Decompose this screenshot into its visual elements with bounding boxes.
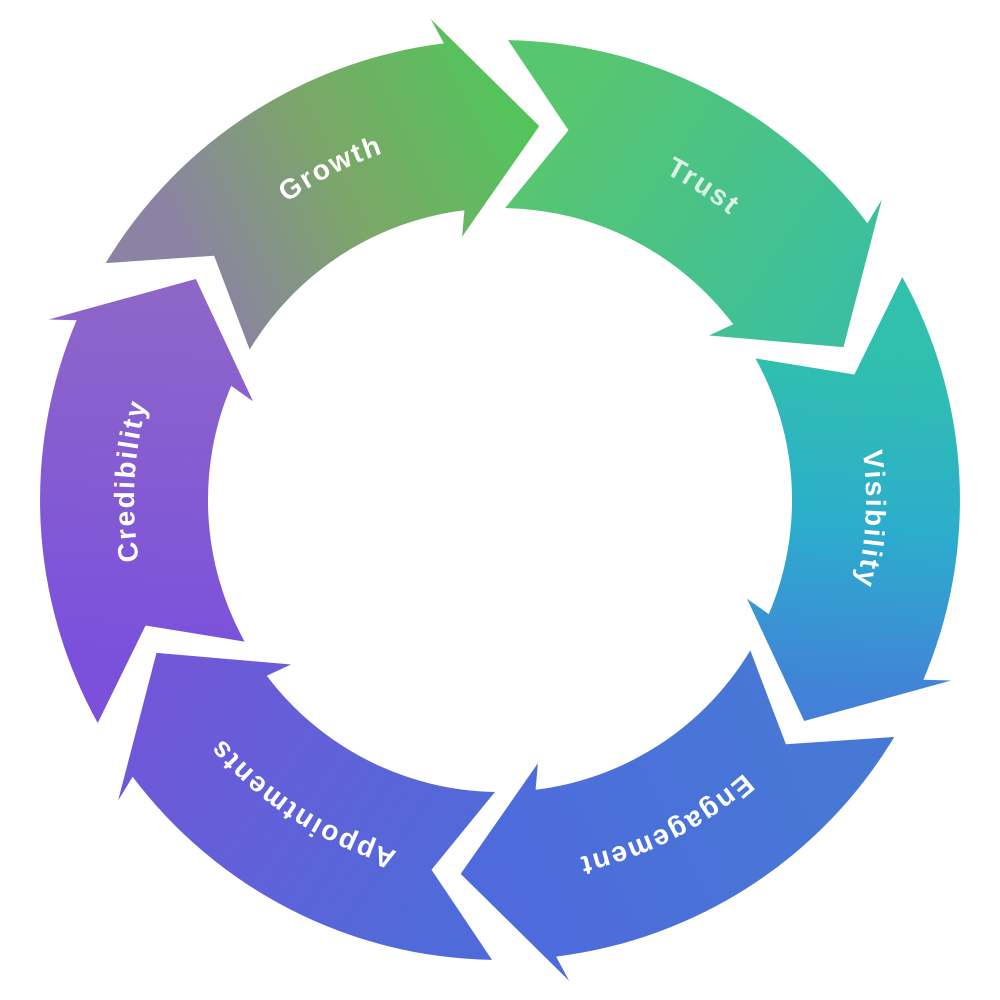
segment-arrow-visibility xyxy=(747,277,960,721)
segment-arrow-growth xyxy=(105,19,540,350)
segment-arrow-engagement xyxy=(460,650,895,981)
segment-arrow-trust xyxy=(505,40,882,348)
segment-arrow-appointments xyxy=(118,652,495,960)
segment-arrow-credibility xyxy=(40,279,253,723)
